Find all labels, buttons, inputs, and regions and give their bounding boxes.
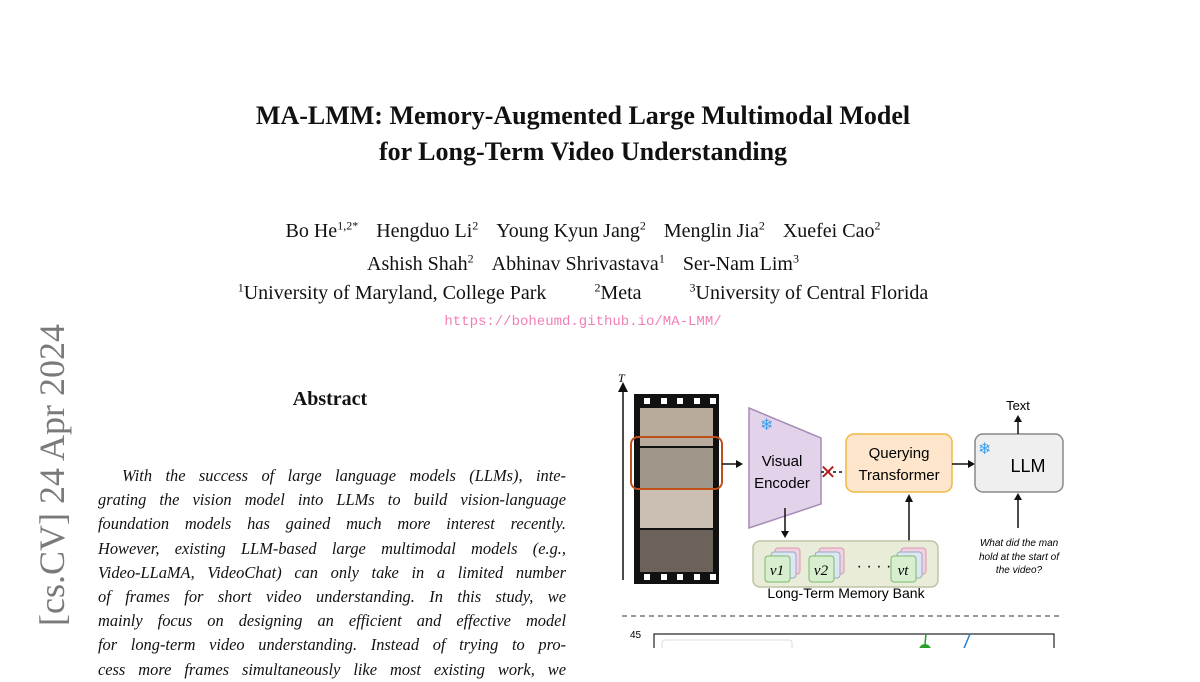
blocked-x-icon: ✕ bbox=[820, 462, 837, 484]
memory-bank-label: Long-Term Memory Bank bbox=[767, 585, 925, 601]
abstract-line: Video-LLaMA, VideoChat) can only take in… bbox=[98, 562, 566, 582]
author-name: Hengduo Li bbox=[376, 219, 473, 242]
arxiv-stamp: [cs.CV] 24 Apr 2024 bbox=[32, 324, 72, 626]
overview-figure: T ❄ Visual Encoder ✕ Querying Transforme… bbox=[618, 371, 1064, 648]
affiliation-name: University of Central Florida bbox=[695, 281, 929, 304]
memory-item-label: v2 bbox=[814, 563, 829, 579]
affiliation-mark: 3 bbox=[689, 280, 696, 294]
abstract-line: foundation models has gained much more i… bbox=[98, 514, 566, 534]
affiliation-name: University of Maryland, College Park bbox=[243, 281, 547, 304]
title-line-2: for Long-Term Video Understanding bbox=[378, 137, 788, 166]
memory-item-label: v1 bbox=[770, 563, 784, 579]
abstract-heading: Abstract bbox=[292, 388, 368, 410]
affiliation-name: Meta bbox=[600, 281, 642, 304]
affiliation-mark: 1 bbox=[237, 280, 244, 294]
question-line-1: What did the man bbox=[980, 538, 1059, 549]
ellipsis-dots: · · · · bbox=[857, 558, 892, 575]
snowflake-icon: ❄ bbox=[760, 417, 773, 434]
author: Hengduo Li2 bbox=[376, 218, 479, 242]
abstract-line: mainly focus on designing an efficient a… bbox=[98, 611, 566, 631]
selected-frame-highlight bbox=[630, 436, 723, 490]
author: Bo He1,2* bbox=[285, 218, 359, 242]
question-line-2: hold at the start of bbox=[979, 552, 1060, 563]
author-name: Menglin Jia bbox=[663, 219, 759, 242]
question-line-3: the video? bbox=[996, 565, 1043, 576]
author-affiliation-mark: 2 bbox=[639, 218, 646, 232]
author-name: Abhinav Shrivastava bbox=[491, 253, 659, 276]
qformer-label-2: Transformer bbox=[858, 467, 939, 484]
author-name: Ashish Shah bbox=[367, 253, 468, 276]
author: Ashish Shah2 bbox=[367, 251, 474, 276]
author: Abhinav Shrivastava1 bbox=[491, 251, 665, 276]
affiliation-mark: 2 bbox=[594, 280, 601, 294]
visual-encoder-block bbox=[748, 406, 822, 530]
author: Young Kyun Jang2 bbox=[496, 218, 646, 242]
author: Menglin Jia2 bbox=[663, 218, 765, 242]
chart-legend bbox=[661, 639, 793, 648]
author: Ser-Nam Lim3 bbox=[682, 251, 799, 276]
affiliations: 1University of Maryland, College Park 2Me… bbox=[0, 280, 1166, 305]
llm-label: LLM bbox=[1010, 456, 1045, 476]
memory-item: v1 bbox=[764, 547, 801, 583]
author-affiliation-mark: 3 bbox=[792, 251, 799, 266]
memory-item: v2 bbox=[808, 547, 845, 583]
arrow-icon bbox=[736, 460, 743, 468]
author-name: Young Kyun Jang bbox=[496, 219, 640, 242]
author-name: Ser-Nam Lim bbox=[682, 253, 793, 276]
authors-line-2: Ashish Shah2 Abhinav Shrivastava1 Ser-Nam … bbox=[0, 245, 1166, 279]
chart-line bbox=[963, 633, 971, 648]
affiliation: 2Meta bbox=[594, 280, 642, 304]
snowflake-icon: ❄ bbox=[978, 441, 991, 458]
abstract-line: of frames for short video understanding.… bbox=[98, 587, 566, 607]
author-name: Bo He bbox=[285, 219, 338, 242]
llm-block bbox=[974, 433, 1064, 493]
time-axis-label: T bbox=[618, 371, 626, 385]
abstract-body: With the success of large language model… bbox=[98, 464, 566, 682]
abstract-line: However, existing LLM-based large multim… bbox=[98, 538, 566, 558]
paper-title: MA-LMM: Memory-Augmented Large Multimoda… bbox=[0, 98, 1166, 170]
qformer-label: Querying bbox=[869, 445, 930, 462]
title-line-1: MA-LMM: Memory-Augmented Large Multimoda… bbox=[255, 101, 911, 130]
abstract-line: With the success of large language model… bbox=[122, 466, 566, 485]
chart-y-tick: 45 bbox=[630, 630, 642, 641]
author-name: Xuefei Cao bbox=[782, 219, 875, 242]
memory-item-label: vt bbox=[898, 563, 910, 579]
output-text-label: Text bbox=[1006, 398, 1030, 413]
abstract-line: grating the vision model into LLMs to bu… bbox=[98, 490, 566, 510]
author-affiliation-mark: 2 bbox=[467, 251, 474, 266]
memory-item: vt bbox=[890, 547, 927, 583]
chart-point bbox=[919, 644, 931, 648]
time-arrow-icon bbox=[618, 382, 628, 392]
author-affiliation-mark: 2 bbox=[758, 218, 765, 232]
visual-encoder-label-2: Encoder bbox=[754, 475, 810, 492]
author: Xuefei Cao2 bbox=[782, 218, 881, 242]
author-affiliation-mark: 1,2* bbox=[337, 218, 359, 232]
author-affiliation-mark: 2 bbox=[472, 218, 479, 232]
author-affiliation-mark: 2 bbox=[874, 218, 881, 232]
project-url[interactable]: https://boheumd.github.io/MA-LMM/ bbox=[444, 314, 722, 330]
abstract-line: cess more frames simultaneously like mos… bbox=[98, 659, 566, 679]
querying-transformer-block bbox=[845, 433, 953, 493]
chart-frame bbox=[653, 633, 1055, 648]
affiliation: 1University of Maryland, College Park bbox=[237, 280, 547, 304]
abstract-line: for long-term video understanding. Inste… bbox=[98, 635, 566, 655]
film-strip bbox=[630, 394, 723, 584]
affiliation: 3University of Central Florida bbox=[689, 280, 929, 304]
author-affiliation-mark: 1 bbox=[658, 251, 665, 266]
visual-encoder-label: Visual bbox=[762, 453, 803, 470]
